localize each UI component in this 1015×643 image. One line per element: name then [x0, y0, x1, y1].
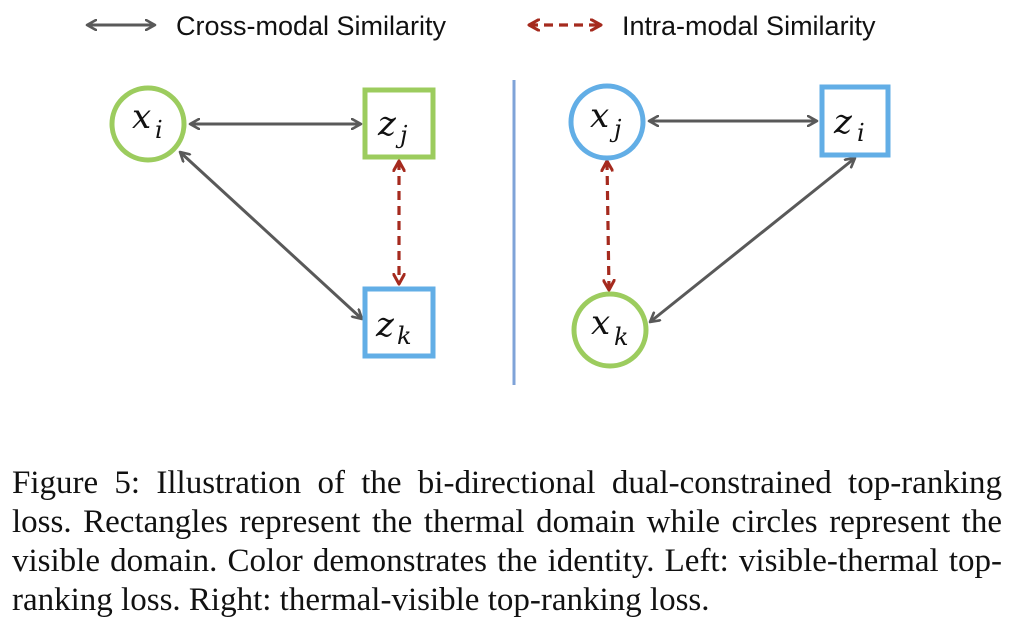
- node-xk-base: x: [591, 303, 610, 343]
- node-zj: z j: [362, 87, 436, 160]
- node-zi-base: z: [833, 102, 853, 142]
- node-xi-sub: i: [155, 116, 163, 144]
- right-panel: x j z i x k: [568, 83, 891, 369]
- node-xj-base: x: [590, 96, 609, 136]
- legend-cross-modal-label: Cross-modal Similarity: [176, 11, 447, 41]
- node-xj: x j: [568, 83, 646, 161]
- node-xi-base: x: [132, 97, 151, 137]
- node-zi: z i: [819, 84, 891, 158]
- figure-diagram: Cross-modal Similarity Intra-modal Simil…: [0, 11, 891, 385]
- legend: Cross-modal Similarity Intra-modal Simil…: [87, 11, 876, 41]
- node-xk: x k: [571, 291, 649, 369]
- node-zj-base: z: [377, 104, 397, 144]
- node-zk-sub: k: [397, 322, 412, 350]
- node-xk-sub: k: [614, 323, 629, 351]
- node-zi-sub: i: [857, 119, 865, 147]
- node-xi: x i: [109, 85, 187, 163]
- figure-caption: Figure 5: Illustration of the bi-directi…: [12, 465, 1002, 618]
- node-zk-base: z: [375, 305, 395, 345]
- edge-xj-xk-intra-modal: [607, 161, 609, 290]
- left-panel: x i z j z k: [109, 85, 436, 359]
- legend-intra-modal-label: Intra-modal Similarity: [622, 11, 876, 41]
- edge-zi-xk-cross-modal: [650, 158, 855, 322]
- edge-xi-zk-cross-modal: [180, 152, 362, 319]
- node-zk: z k: [362, 286, 436, 359]
